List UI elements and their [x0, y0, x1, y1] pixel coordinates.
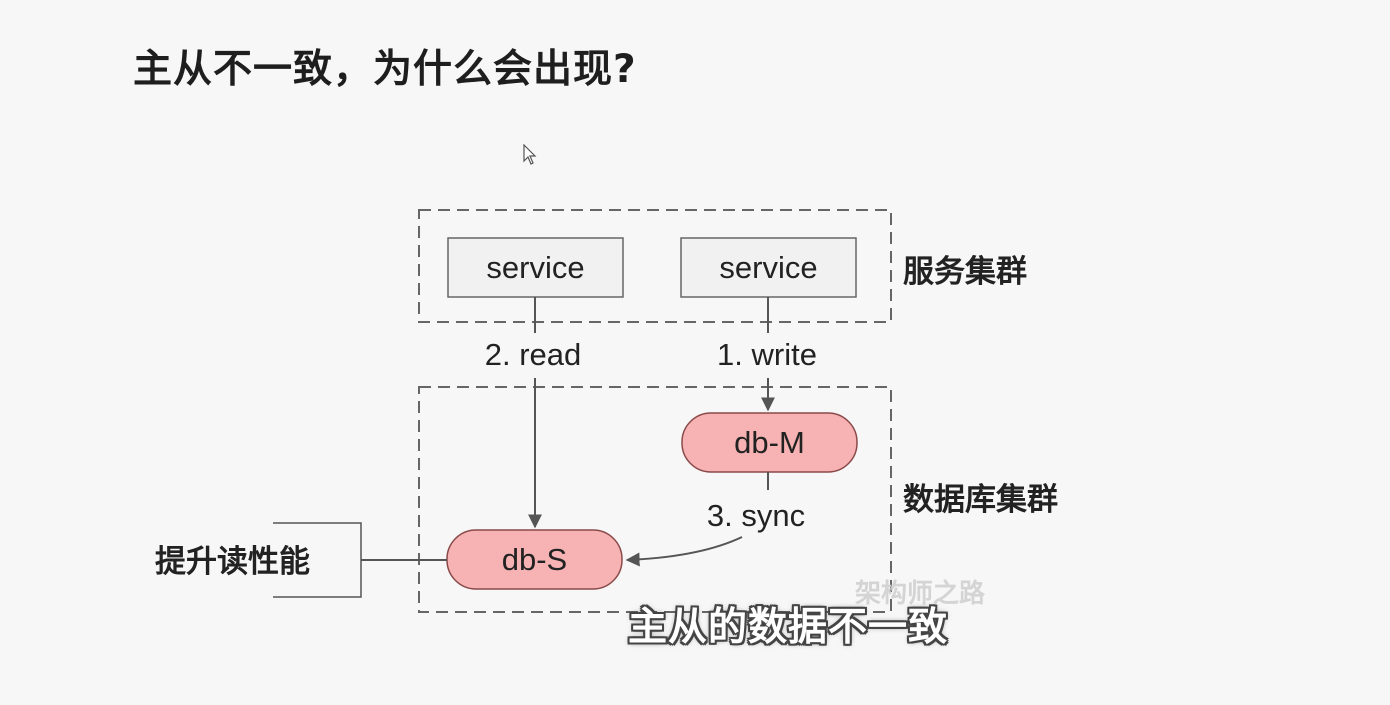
- watermark-text: 架构师之路: [855, 579, 986, 609]
- video-subtitle: 主从的数据不一致: [628, 605, 949, 650]
- page-title: 主从不一致，为什么会出现?: [133, 47, 637, 92]
- db-cluster-box: [418, 386, 892, 613]
- db-slave-label: db-S: [502, 542, 567, 577]
- db-cluster-label: 数据库集群: [903, 482, 1058, 518]
- db-master-node: db-M: [681, 412, 858, 473]
- service-node-left: service: [447, 237, 624, 298]
- service-node-right: service: [680, 237, 857, 298]
- boost-label: 提升读性能: [155, 544, 310, 580]
- sync-label: 3. sync: [707, 498, 805, 533]
- service-cluster-label: 服务集群: [903, 254, 1027, 290]
- db-master-label: db-M: [734, 425, 805, 460]
- mouse-cursor-icon: [523, 144, 537, 165]
- read-label: 2. read: [485, 337, 582, 372]
- db-slave-node: db-S: [446, 529, 623, 590]
- service-cluster-box: [418, 209, 892, 323]
- sync-arrow: [625, 536, 743, 567]
- service-right-label: service: [719, 250, 817, 285]
- service-left-label: service: [486, 250, 584, 285]
- write-label: 1. write: [717, 337, 817, 372]
- boost-bracket: [273, 522, 362, 598]
